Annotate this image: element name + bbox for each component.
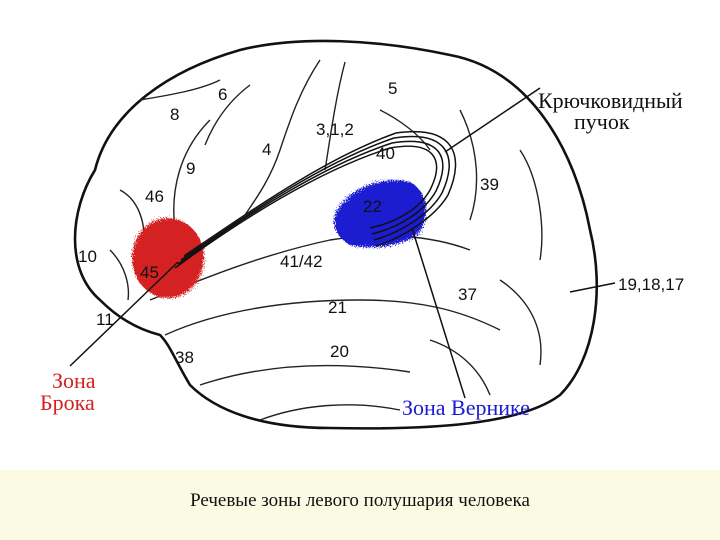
area-number: 4 — [262, 140, 271, 159]
caption-band: Речевые зоны левого полушария человека — [0, 470, 720, 540]
area-number: 45 — [140, 263, 159, 282]
area-number: 10 — [78, 247, 97, 266]
area-number: 11 — [96, 310, 114, 329]
wernicke-label: Зона Вернике — [402, 395, 530, 420]
area-number: 21 — [328, 298, 347, 317]
area-number: 37 — [458, 285, 477, 304]
sulci — [109, 59, 543, 421]
area-number: 8 — [170, 105, 179, 124]
area-number: 39 — [480, 175, 499, 194]
area-number: 3,1,2 — [316, 120, 354, 139]
area-number: 46 — [145, 187, 164, 206]
figure-caption: Речевые зоны левого полушария человека — [190, 490, 530, 511]
area-number: 5 — [388, 79, 397, 98]
area-number: 22 — [363, 197, 382, 216]
area-number: 6 — [218, 85, 227, 104]
wernicke-area — [334, 180, 426, 248]
broca-label-line1: Зона — [52, 368, 96, 393]
wernicke-pointer — [411, 227, 466, 399]
area-number: 38 — [175, 348, 194, 367]
visual-areas-label: 19,18,17 — [618, 275, 684, 294]
visual-areas-pointer — [569, 282, 616, 293]
broca-pointer — [69, 261, 179, 367]
fasciculus-label-line2: пучок — [574, 109, 630, 134]
fasciculus-pointer — [444, 87, 541, 153]
area-number: 9 — [186, 159, 195, 178]
fasciculus-label-line1: Крючковидный — [538, 88, 683, 113]
brain-diagram: 6 5 8 3,1,2 4 9 40 39 46 22 10 45 41/42 … — [40, 39, 684, 430]
area-number: 41/42 — [280, 252, 323, 271]
area-numbers: 6 5 8 3,1,2 4 9 40 39 46 22 10 45 41/42 … — [78, 79, 499, 367]
broca-label-line2: Брока — [40, 390, 95, 415]
pointer-lines — [69, 87, 616, 399]
area-number: 20 — [330, 342, 349, 361]
area-number: 40 — [376, 144, 395, 163]
broca-area — [132, 218, 204, 298]
arcuate-fasciculus — [174, 131, 457, 269]
